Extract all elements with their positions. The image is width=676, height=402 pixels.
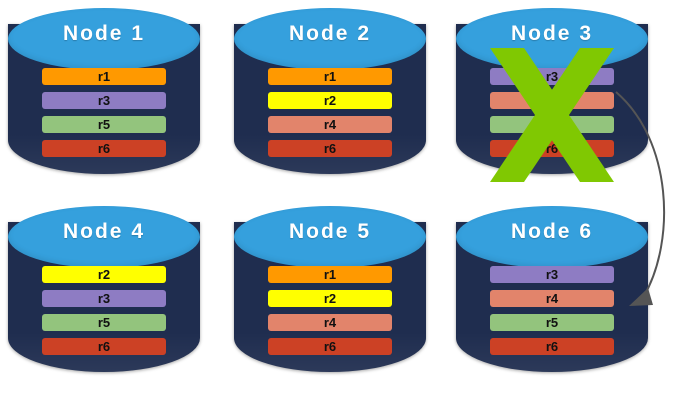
record-bar[interactable]: r6 xyxy=(42,338,166,355)
record-bar[interactable]: r3 xyxy=(42,92,166,109)
record-bar[interactable]: r4 xyxy=(490,92,614,109)
cylinder-top xyxy=(234,206,426,268)
node-title: Node 6 xyxy=(510,220,593,243)
record-bar[interactable]: r2 xyxy=(268,92,392,109)
record-bar[interactable]: r4 xyxy=(268,116,392,133)
record-list: r3 r4 r5 r6 xyxy=(490,68,614,157)
record-bar[interactable]: r5 xyxy=(42,314,166,331)
record-bar[interactable]: r6 xyxy=(490,140,614,157)
node-5[interactable]: Node 5 r1 r2 r4 r6 xyxy=(232,206,428,388)
record-bar[interactable]: r1 xyxy=(268,266,392,283)
node-1[interactable]: Node 1 r1 r3 r5 r6 xyxy=(6,8,202,190)
node-title: Node 3 xyxy=(510,22,593,45)
record-bar[interactable]: r5 xyxy=(42,116,166,133)
record-bar[interactable]: r6 xyxy=(490,338,614,355)
record-bar[interactable]: r2 xyxy=(42,266,166,283)
record-list: r2 r3 r5 r6 xyxy=(42,266,166,355)
record-list: r1 r2 r4 r6 xyxy=(268,266,392,355)
node-6[interactable]: Node 6 r3 r4 r5 r6 xyxy=(454,206,650,388)
record-bar[interactable]: r2 xyxy=(268,290,392,307)
cylinder-top xyxy=(8,206,200,268)
record-bar[interactable]: r5 xyxy=(490,116,614,133)
record-list: r3 r4 r5 r6 xyxy=(490,266,614,355)
node-3[interactable]: Node 3 r3 r4 r5 r6 xyxy=(454,8,650,190)
record-bar[interactable]: r6 xyxy=(42,140,166,157)
record-bar[interactable]: r5 xyxy=(490,314,614,331)
node-title: Node 2 xyxy=(288,22,371,45)
record-bar[interactable]: r3 xyxy=(42,290,166,307)
record-bar[interactable]: r3 xyxy=(490,68,614,85)
record-bar[interactable]: r1 xyxy=(268,68,392,85)
record-bar[interactable]: r6 xyxy=(268,338,392,355)
cylinder-top xyxy=(8,8,200,70)
record-bar[interactable]: r1 xyxy=(42,68,166,85)
node-title: Node 1 xyxy=(62,22,145,45)
record-bar[interactable]: r3 xyxy=(490,266,614,283)
record-list: r1 r2 r4 r6 xyxy=(268,68,392,157)
node-title: Node 5 xyxy=(288,220,371,243)
cylinder-top xyxy=(234,8,426,70)
record-list: r1 r3 r5 r6 xyxy=(42,68,166,157)
node-4[interactable]: Node 4 r2 r3 r5 r6 xyxy=(6,206,202,388)
record-bar[interactable]: r4 xyxy=(268,314,392,331)
record-bar[interactable]: r4 xyxy=(490,290,614,307)
record-bar[interactable]: r6 xyxy=(268,140,392,157)
node-2[interactable]: Node 2 r1 r2 r4 r6 xyxy=(232,8,428,190)
node-title: Node 4 xyxy=(62,220,145,243)
